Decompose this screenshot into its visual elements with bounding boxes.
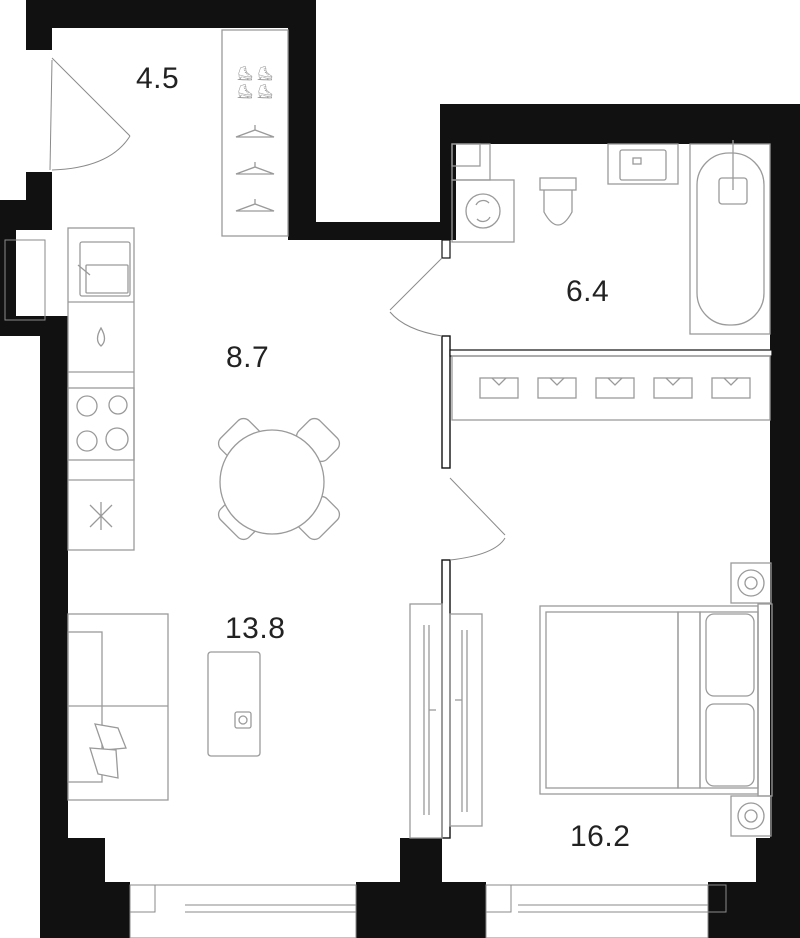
svg-text:⛸: ⛸ (236, 84, 254, 100)
area-label-kitchen: 8.7 (226, 341, 269, 374)
area-label-bedroom: 16.2 (570, 820, 630, 853)
svg-text:⛸: ⛸ (256, 84, 274, 100)
bedroom-wardrobe (451, 355, 771, 421)
svg-text:⛸: ⛸ (256, 66, 274, 82)
kitchen-counter (67, 227, 135, 551)
coffee-table (207, 651, 261, 757)
svg-text:⛸: ⛸ (236, 66, 254, 82)
area-label-bathroom: 6.4 (566, 275, 609, 308)
windows (4, 239, 727, 938)
area-label-living: 13.8 (225, 612, 285, 645)
sofa (67, 613, 169, 801)
bathroom-fixtures (451, 140, 771, 335)
doors (49, 57, 506, 561)
area-label-hall: 4.5 (136, 62, 179, 95)
hall-wardrobe: ⛸ ⛸ ⛸ ⛸ (221, 29, 289, 237)
dining-table-set (217, 417, 341, 541)
bed (539, 562, 773, 837)
tv-unit (409, 603, 483, 839)
